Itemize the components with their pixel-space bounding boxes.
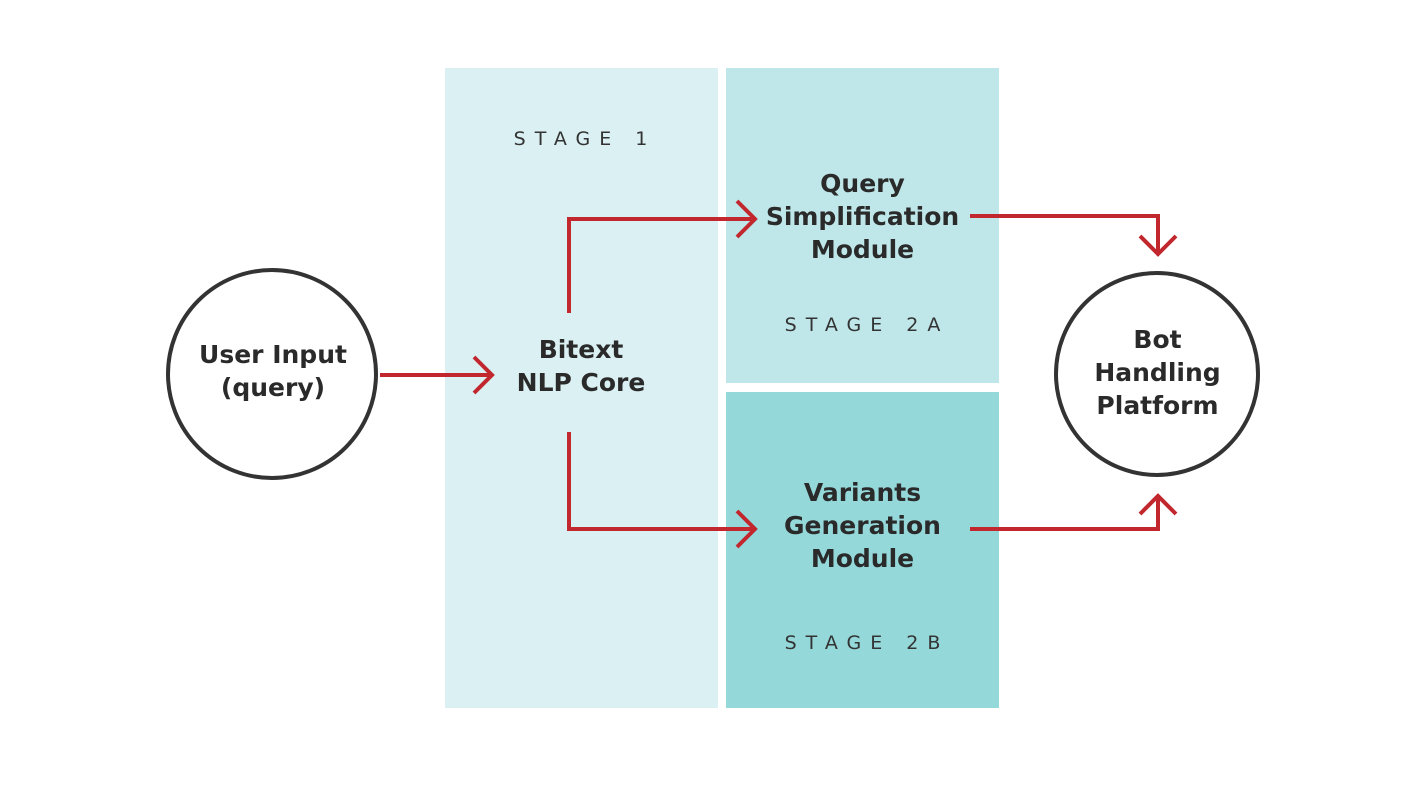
arrow-core-to-variants	[567, 432, 753, 531]
stage-2b-panel	[726, 392, 999, 708]
arrowhead-user-to-core	[472, 355, 495, 395]
bot-platform-node	[1054, 271, 1260, 477]
variants-module-label: Variants Generation Module	[740, 476, 985, 575]
variants-module-line: Generation	[784, 511, 941, 540]
user-input-line: User Input	[199, 340, 347, 369]
variants-module-line: Variants	[803, 478, 922, 507]
bot-platform-line: Platform	[1096, 391, 1219, 420]
arrowhead-variants-to-bot	[1138, 493, 1178, 516]
user-input-line: (query)	[220, 373, 326, 402]
arrow-query-to-bot	[970, 214, 1160, 252]
arrow-variants-to-bot	[970, 497, 1160, 531]
arrow-core-to-query	[567, 217, 753, 313]
query-module-line: Query	[820, 169, 905, 198]
query-module-line: Module	[810, 235, 915, 264]
stage-1-label: STAGE 1	[513, 128, 657, 150]
stage-2b-label: STAGE 2B	[784, 632, 950, 654]
query-module-line: Simplification	[765, 202, 960, 231]
nlp-core-line: Bitext	[538, 335, 624, 364]
query-module-label: Query Simplification Module	[740, 167, 985, 266]
arrowhead-core-to-variants	[735, 509, 758, 549]
arrowhead-core-to-query	[735, 199, 758, 239]
user-input-label: User Input (query)	[168, 338, 378, 404]
variants-module-line: Module	[810, 544, 915, 573]
stage-1-panel	[445, 68, 718, 708]
nlp-core-label: Bitext NLP Core	[470, 333, 692, 399]
arrowhead-query-to-bot	[1138, 234, 1178, 257]
bot-platform-line: Bot	[1133, 325, 1182, 354]
bot-platform-line: Handling	[1094, 358, 1221, 387]
bot-platform-label: Bot Handling Platform	[1055, 323, 1260, 422]
stage-2a-label: STAGE 2A	[784, 314, 950, 336]
user-input-node	[166, 268, 378, 480]
nlp-core-line: NLP Core	[516, 368, 646, 397]
stage-2a-panel	[726, 68, 999, 383]
